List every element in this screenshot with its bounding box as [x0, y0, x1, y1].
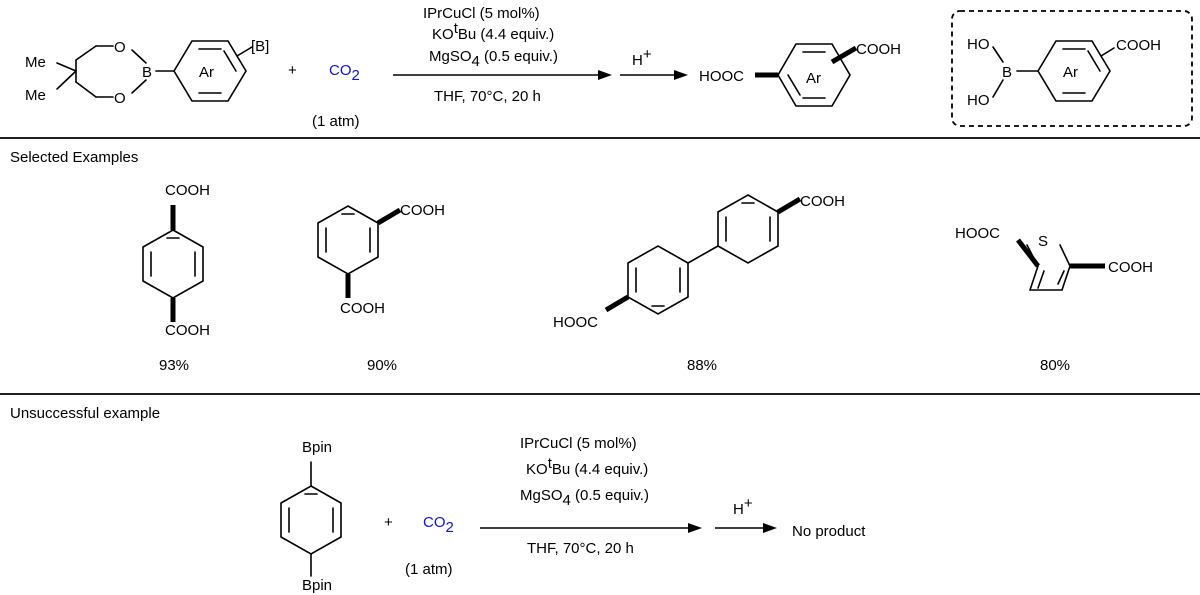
example-thiophene-dicarboxylic-acid: S HOOC COOH 80%	[955, 225, 1153, 374]
reaction-conditions: IPrCuCl (5 mol%) KOtBu (4.4 equiv.) MgSO…	[393, 5, 612, 105]
bpin-top-label: Bpin	[302, 439, 332, 456]
ex3-cooh-top: COOH	[800, 193, 845, 210]
example-biphenyl-dicarboxylic-acid: COOH HOOC 88%	[553, 193, 845, 374]
me-label-bottom: Me	[25, 87, 46, 104]
bis-bpin-reactant: Bpin Bpin	[280, 439, 342, 594]
boron-label-box: B	[1002, 64, 1012, 81]
boronic-acid-byproduct-box: HO B HO Ar COOH	[951, 10, 1193, 127]
conditions-label: THF, 70°C, 20 h	[434, 88, 541, 105]
co2-reagent-2: CO2 (1 atm)	[405, 514, 454, 578]
oxygen-label-bottom: O	[114, 90, 126, 107]
acid-label: H+	[632, 46, 652, 69]
plus-sign-2: +	[384, 514, 393, 531]
me-label-top: Me	[25, 54, 46, 71]
bpin-bottom-label: Bpin	[302, 577, 332, 594]
ex2-yield: 90%	[367, 357, 397, 374]
additive-label: MgSO4 (0.5 equiv.)	[429, 48, 558, 70]
co2-formula-2: CO2	[423, 514, 454, 536]
additive-label-2: MgSO4 (0.5 equiv.)	[520, 487, 649, 509]
ar-label-box: Ar	[1063, 64, 1078, 81]
acid-workup-2: H+	[715, 495, 777, 533]
cooh-label-box: COOH	[1116, 37, 1161, 54]
ex3-yield: 88%	[687, 357, 717, 374]
product-ar-label: Ar	[806, 70, 821, 87]
ex4-sulfur-label: S	[1038, 233, 1048, 250]
acid-label-2: H+	[733, 495, 753, 518]
ex4-hooc-left: HOOC	[955, 225, 1000, 242]
oxygen-label-top: O	[114, 39, 126, 56]
ex1-cooh-bottom: COOH	[165, 322, 210, 339]
base-label-2: KOtBu (4.4 equiv.)	[526, 455, 648, 478]
base-label: KOtBu (4.4 equiv.)	[432, 20, 554, 43]
example-isophthalic-acid: COOH COOH 90%	[317, 202, 445, 374]
ex1-yield: 93%	[159, 357, 189, 374]
selected-examples-heading: Selected Examples	[10, 149, 138, 166]
boron-group-label: [B]	[251, 38, 269, 55]
co2-pressure: (1 atm)	[312, 113, 360, 130]
co2-pressure-2: (1 atm)	[405, 561, 453, 578]
catalyst-label-2: IPrCuCl (5 mol%)	[520, 435, 637, 452]
no-product-label: No product	[792, 523, 866, 540]
co2-reagent: CO2 (1 atm)	[312, 62, 360, 130]
boron-label: B	[142, 64, 152, 81]
ar-label: Ar	[199, 64, 214, 81]
ho-label-top: HO	[967, 36, 990, 53]
ex4-yield: 80%	[1040, 357, 1070, 374]
dashed-box	[951, 10, 1193, 127]
unsuccessful-heading: Unsuccessful example	[10, 405, 160, 422]
ex2-cooh-bottom: COOH	[340, 300, 385, 317]
plus-sign: +	[288, 62, 297, 79]
ex2-cooh-top: COOH	[400, 202, 445, 219]
cooh-label: COOH	[856, 41, 901, 58]
co2-formula: CO2	[329, 62, 360, 84]
catalyst-label: IPrCuCl (5 mol%)	[423, 5, 540, 22]
ho-label-bottom: HO	[967, 92, 990, 109]
example-terephthalic-acid: COOH COOH 93%	[142, 182, 210, 374]
conditions-label-2: THF, 70°C, 20 h	[527, 540, 634, 557]
ex3-hooc-bottom: HOOC	[553, 314, 598, 331]
ex4-cooh-right: COOH	[1108, 259, 1153, 276]
ex1-cooh-top: COOH	[165, 182, 210, 199]
acid-workup: H+	[620, 46, 688, 80]
dicarboxylic-acid-product: HOOC Ar COOH	[699, 41, 901, 107]
boronate-reactant: Me Me O B O Ar [B]	[25, 38, 269, 107]
reaction-conditions-2: IPrCuCl (5 mol%) KOtBu (4.4 equiv.) MgSO…	[480, 435, 702, 557]
hooc-label: HOOC	[699, 68, 744, 85]
